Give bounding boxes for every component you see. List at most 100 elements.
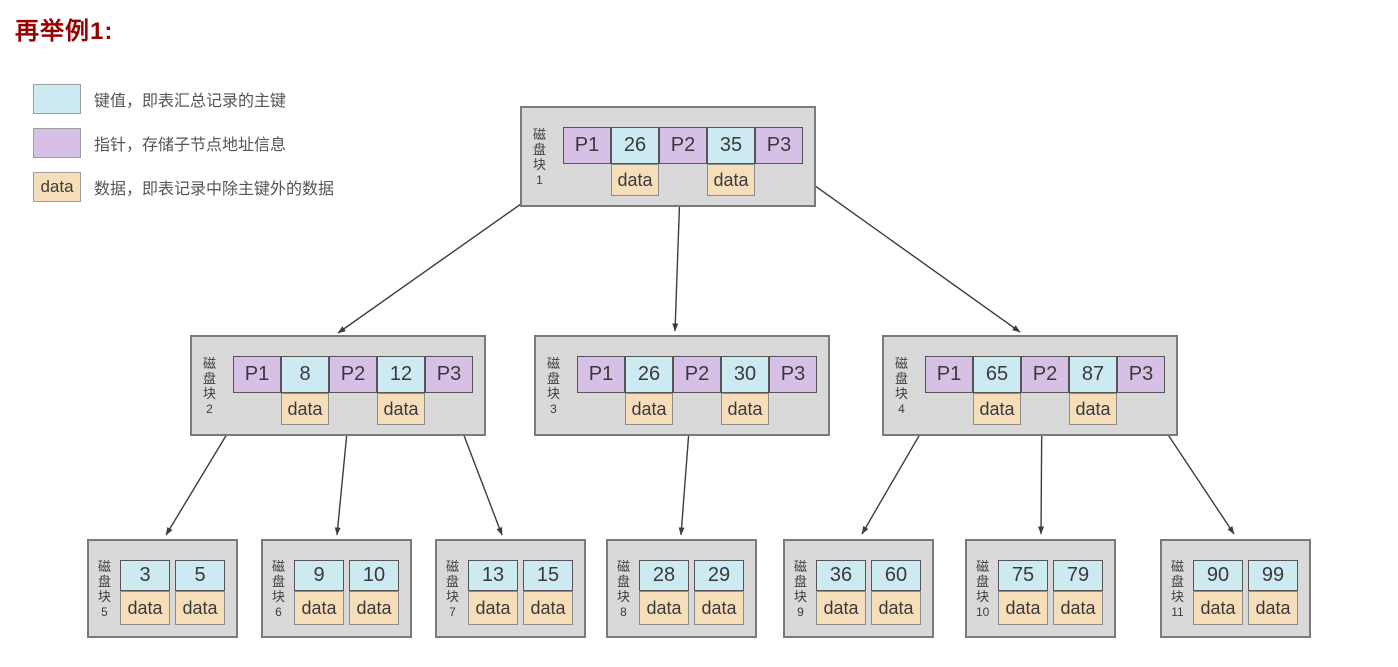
disk-block-number: 7: [449, 604, 456, 619]
data-cell: data: [973, 393, 1021, 425]
label-char: 磁: [1171, 558, 1185, 574]
pointer-cell: P3: [1117, 356, 1165, 393]
label-char: 盘: [446, 573, 460, 589]
pointer-cell: P1: [563, 127, 611, 164]
label-char: 磁: [98, 558, 112, 574]
label-char: 块: [976, 588, 990, 604]
pointer-cell: P1: [577, 356, 625, 393]
label-char: 块: [446, 588, 460, 604]
key-cell: 75: [998, 560, 1048, 591]
pointer-cell: P1: [925, 356, 973, 393]
key-cell: 15: [523, 560, 573, 591]
key-cell: 79: [1053, 560, 1103, 591]
label-char: 块: [203, 385, 217, 401]
data-cell: data: [1193, 591, 1243, 625]
label-char: 块: [617, 588, 631, 604]
label-char: 盘: [203, 370, 217, 386]
key-cell: 90: [1193, 560, 1243, 591]
legend-label-pointer: 指针，存储子节点地址信息: [94, 136, 287, 154]
disk-block-number: 6: [275, 604, 282, 619]
label-char: 块: [98, 588, 112, 604]
legend-swatch-key: [33, 83, 81, 114]
label-char: 盘: [98, 573, 112, 589]
label-char: 磁: [272, 558, 286, 574]
key-cell: 36: [816, 560, 866, 591]
key-cell: 60: [871, 560, 921, 591]
disk-block-number: 4: [898, 401, 905, 416]
key-cell: 65: [973, 356, 1021, 393]
label-char: 盘: [895, 370, 909, 386]
label-char: 块: [895, 385, 909, 401]
legend-label-key: 键值，即表汇总记录的主键: [94, 92, 287, 110]
label-char: 磁: [547, 355, 561, 371]
label-char: 盘: [976, 573, 990, 589]
label-char: 盘: [617, 573, 631, 589]
key-cell: 26: [625, 356, 673, 393]
data-cell: data: [694, 591, 744, 625]
disk-block-number: 2: [206, 401, 213, 416]
disk-block-number: 5: [101, 604, 108, 619]
data-cell: data: [625, 393, 673, 425]
data-cell: data: [1248, 591, 1298, 625]
disk-block-number: 1: [536, 172, 543, 187]
disk-block-number: 9: [797, 604, 804, 619]
label-char: 盘: [272, 573, 286, 589]
disk-block-number: 8: [620, 604, 627, 619]
data-cell: data: [871, 591, 921, 625]
data-cell: data: [281, 393, 329, 425]
disk-block-number: 10: [976, 604, 990, 619]
key-cell: 13: [468, 560, 518, 591]
label-char: 块: [547, 385, 561, 401]
legend-swatch-data: data: [33, 171, 81, 202]
label-char: 磁: [203, 355, 217, 371]
key-cell: 10: [349, 560, 399, 591]
data-cell: data: [639, 591, 689, 625]
disk-block-number: 3: [550, 401, 557, 416]
key-cell: 30: [721, 356, 769, 393]
tree-edge: [782, 162, 1021, 333]
data-cell: data: [349, 591, 399, 625]
label-char: 磁: [976, 558, 990, 574]
data-cell: data: [120, 591, 170, 625]
label-char: 盘: [794, 573, 808, 589]
key-cell: 3: [120, 560, 170, 591]
key-cell: 9: [294, 560, 344, 591]
label-char: 块: [1171, 588, 1185, 604]
key-cell: 28: [639, 560, 689, 591]
key-cell: 35: [707, 127, 755, 164]
data-cell: data: [1053, 591, 1103, 625]
pointer-cell: P3: [755, 127, 803, 164]
data-cell: data: [377, 393, 425, 425]
label-char: 块: [794, 588, 808, 604]
data-cell: data: [1069, 393, 1117, 425]
data-cell: data: [721, 393, 769, 425]
pointer-cell: P3: [425, 356, 473, 393]
legend: 键值，即表汇总记录的主键指针，存储子节点地址信息 data 数据，即表记录中除主键外…: [33, 83, 334, 215]
legend-item-pointer: 指针，存储子节点地址信息: [33, 127, 334, 158]
key-cell: 5: [175, 560, 225, 591]
legend-swatch-pointer: [33, 127, 81, 158]
disk-block-number: 11: [1171, 604, 1184, 619]
label-char: 磁: [446, 558, 460, 574]
label-char: 盘: [533, 141, 547, 157]
legend-label-data: 数据，即表记录中除主键外的数据: [94, 180, 335, 198]
pointer-cell: P1: [233, 356, 281, 393]
data-cell: data: [175, 591, 225, 625]
